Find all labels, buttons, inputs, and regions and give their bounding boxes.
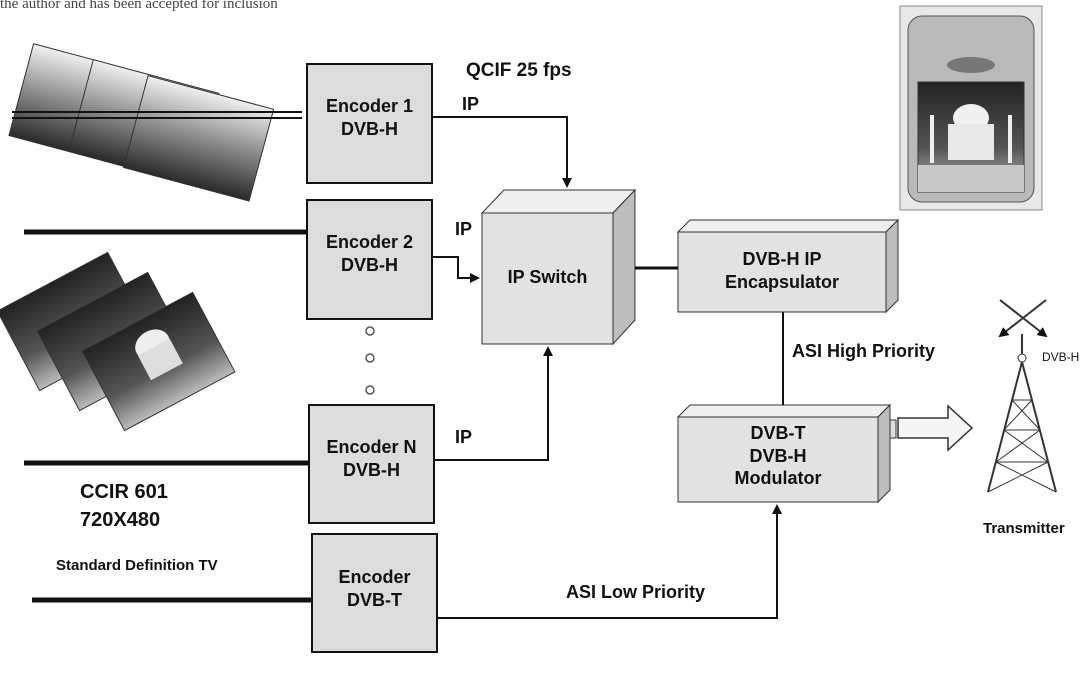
tower-dvbh-label: DVB-H [1042,350,1080,364]
modulator-box [676,403,897,504]
ellipsis-dot [365,326,375,336]
asi-low-priority-label: ASI Low Priority [566,582,706,602]
ccir-label-line2: 720X480 [80,509,161,531]
encapsulator-box [676,218,900,314]
arrow-encodert-modulator [437,504,782,619]
ellipsis-dot [365,353,375,363]
ip-label-1: IP [462,94,480,114]
video-thumbnails-landscape [8,43,302,202]
sdtv-label: Standard Definition TV [56,557,218,574]
transmitter-tower-icon [987,299,1057,493]
encoder-n-box [308,404,435,524]
encoder-2-box [306,199,433,320]
ip-switch-label: IP Switch [507,267,588,287]
encoder-1-box [306,63,433,184]
ip-label-2: IP [455,219,473,239]
arrow-encodern-switch [434,346,553,461]
video-thumbnails-taj-mahal [0,251,236,432]
ip-label-n: IP [455,427,473,447]
output-arrow [897,404,974,452]
arrow-encoder2-switch [432,256,480,283]
ellipsis-dot [365,385,375,395]
ccir-label-line1: CCIR 601 [80,481,168,503]
mobile-phone-image [899,5,1043,211]
asi-high-priority-label: ASI High Priority [792,341,936,361]
ip-switch-box [480,188,637,346]
qcif-label: QCIF 25 fps [466,60,572,81]
transmitter-label: Transmitter [983,520,1065,537]
encoder-t-box [311,533,438,653]
top-caption: the author and has been accepted for inc… [0,0,278,12]
arrow-encoder1-switch [432,116,572,188]
